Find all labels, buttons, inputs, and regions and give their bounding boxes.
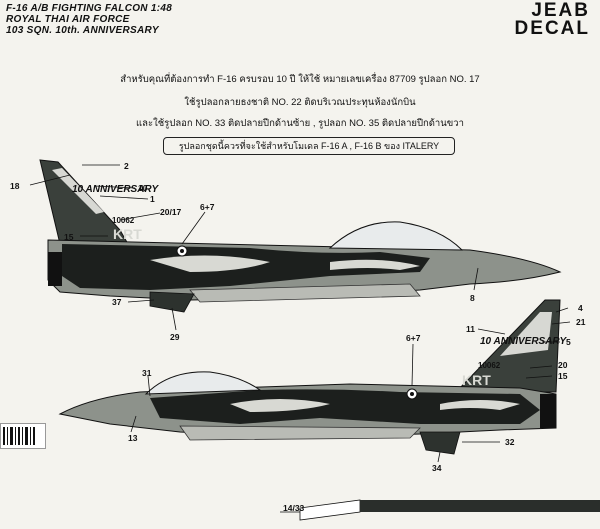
callout-bottom-15: 15 <box>558 371 568 381</box>
aircraft-top-view <box>29 159 562 331</box>
top-serial-number: 10062 <box>112 216 135 225</box>
jeab-decal-logo: JEAB DECAL <box>514 0 590 39</box>
bottom-decal-strip <box>280 499 600 521</box>
sheet-header: F-16 A/B FIGHTING FALCON 1:48 ROYAL THAI… <box>6 3 172 36</box>
bottom-tail-anniversary-text: 10 ANNIVERSARY <box>480 336 567 347</box>
header-line-1: F-16 A/B FIGHTING FALCON 1:48 <box>6 3 173 14</box>
callout-top-29: 29 <box>170 332 180 342</box>
barcode-icon <box>3 427 35 445</box>
callout-top-20-17: 20/17 <box>160 207 182 217</box>
logo-line-2: DECAL <box>514 18 590 39</box>
callout-bottom-32: 32 <box>505 437 515 447</box>
callout-top-1: 1 <box>150 194 155 204</box>
callout-top-2: 2 <box>124 161 129 171</box>
callout-top-8: 8 <box>470 293 475 303</box>
bottom-decal-label: 14/33 <box>283 503 305 513</box>
callout-top-15: 15 <box>64 232 74 242</box>
bottom-serial-number: 10062 <box>478 361 501 370</box>
instruction-line-3: และใช้รูปลอก NO. 33 ติดปลายปีกด้านซ้าย ,… <box>136 118 464 129</box>
callout-top-6-7: 6+7 <box>200 202 215 212</box>
callout-bottom-5: 5 <box>566 337 571 347</box>
instruction-line-2: ใช้รูปลอกลายธงชาติ NO. 22 ติดบริเวณประทุ… <box>184 97 416 108</box>
aircraft-bottom-view <box>58 299 571 463</box>
callout-bottom-21: 21 <box>576 317 586 327</box>
top-tail-code: KRT <box>113 226 142 242</box>
header-line-3: 103 SQN. 10th. ANNIVERSARY <box>6 25 159 36</box>
bottom-tail-code: KRT <box>462 372 491 388</box>
callout-bottom-6-7: 6+7 <box>406 333 421 343</box>
top-tail-anniversary-text: 10 ANNIVERSARY <box>72 184 159 195</box>
callout-bottom-34: 34 <box>432 463 442 473</box>
callout-bottom-4: 4 <box>578 303 583 313</box>
callout-bottom-13: 13 <box>128 433 138 443</box>
callout-bottom-31: 31 <box>142 368 152 378</box>
instruction-line-1: สำหรับคุณที่ต้องการทำ F-16 ครบรอบ 10 ปี … <box>120 74 480 85</box>
callout-top-10: 10 <box>138 183 148 193</box>
callout-bottom-20: 20 <box>558 360 568 370</box>
callout-top-37: 37 <box>112 297 122 307</box>
callout-bottom-11: 11 <box>466 324 475 334</box>
barcode-sticker <box>0 423 46 449</box>
header-line-2: ROYAL THAI AIR FORCE <box>6 14 130 25</box>
model-compatibility-note: รูปลอกชุดนี้ควรที่จะใช้สำหรับโมเดล F-16 … <box>163 137 455 155</box>
logo-line-1: JEAB <box>531 0 590 21</box>
callout-top-18: 18 <box>10 181 20 191</box>
